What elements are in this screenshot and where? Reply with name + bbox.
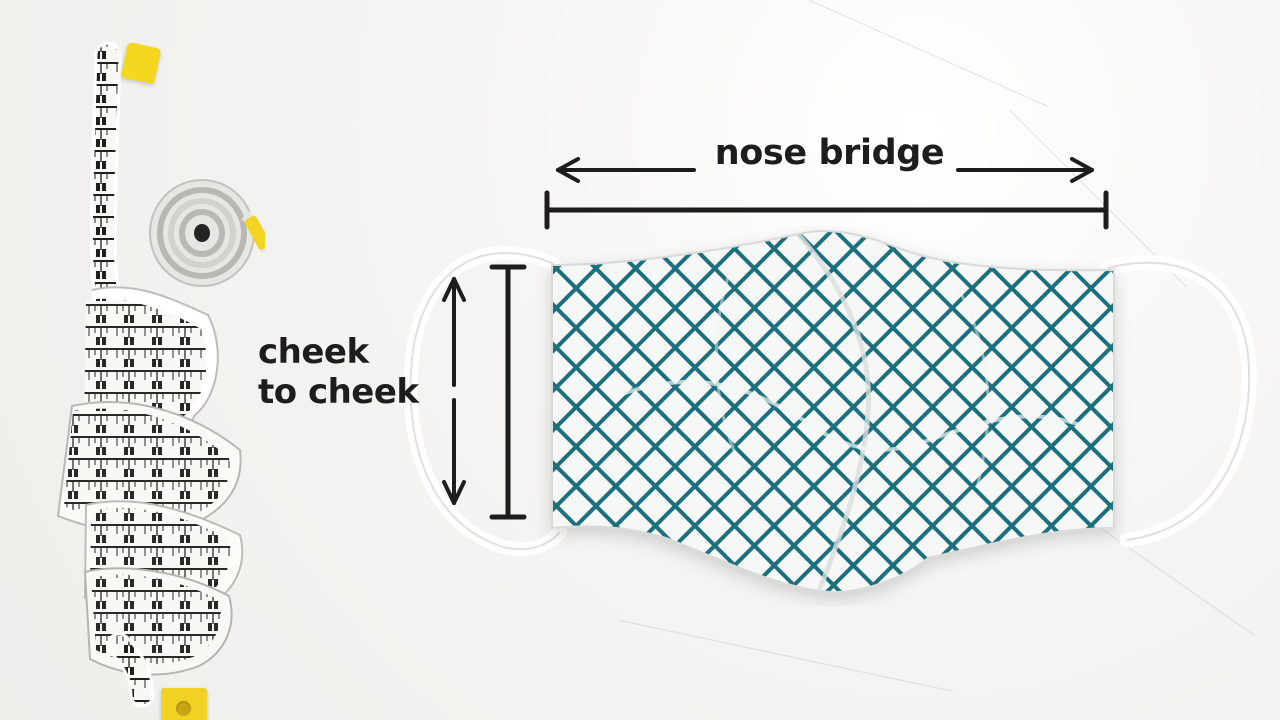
tape-roll-image — [149, 179, 265, 287]
tape-end-metal-tab — [161, 688, 207, 720]
up-down-arrow-icon — [442, 264, 527, 520]
marble-vein — [809, 0, 1048, 107]
marble-vein — [619, 620, 953, 692]
measuring-tape-image — [30, 20, 300, 720]
cheek-label-line-2: to cheek — [258, 372, 419, 412]
cheek-label-line-1: cheek — [258, 332, 369, 372]
measuring-tape-shape — [56, 41, 244, 708]
nose-bridge-label: nose bridge — [714, 133, 945, 173]
fabric-face-mask-image — [403, 230, 1257, 593]
left-right-arrow-icon — [544, 157, 1109, 230]
cheek-to-cheek-label: cheek to cheek — [258, 332, 448, 412]
